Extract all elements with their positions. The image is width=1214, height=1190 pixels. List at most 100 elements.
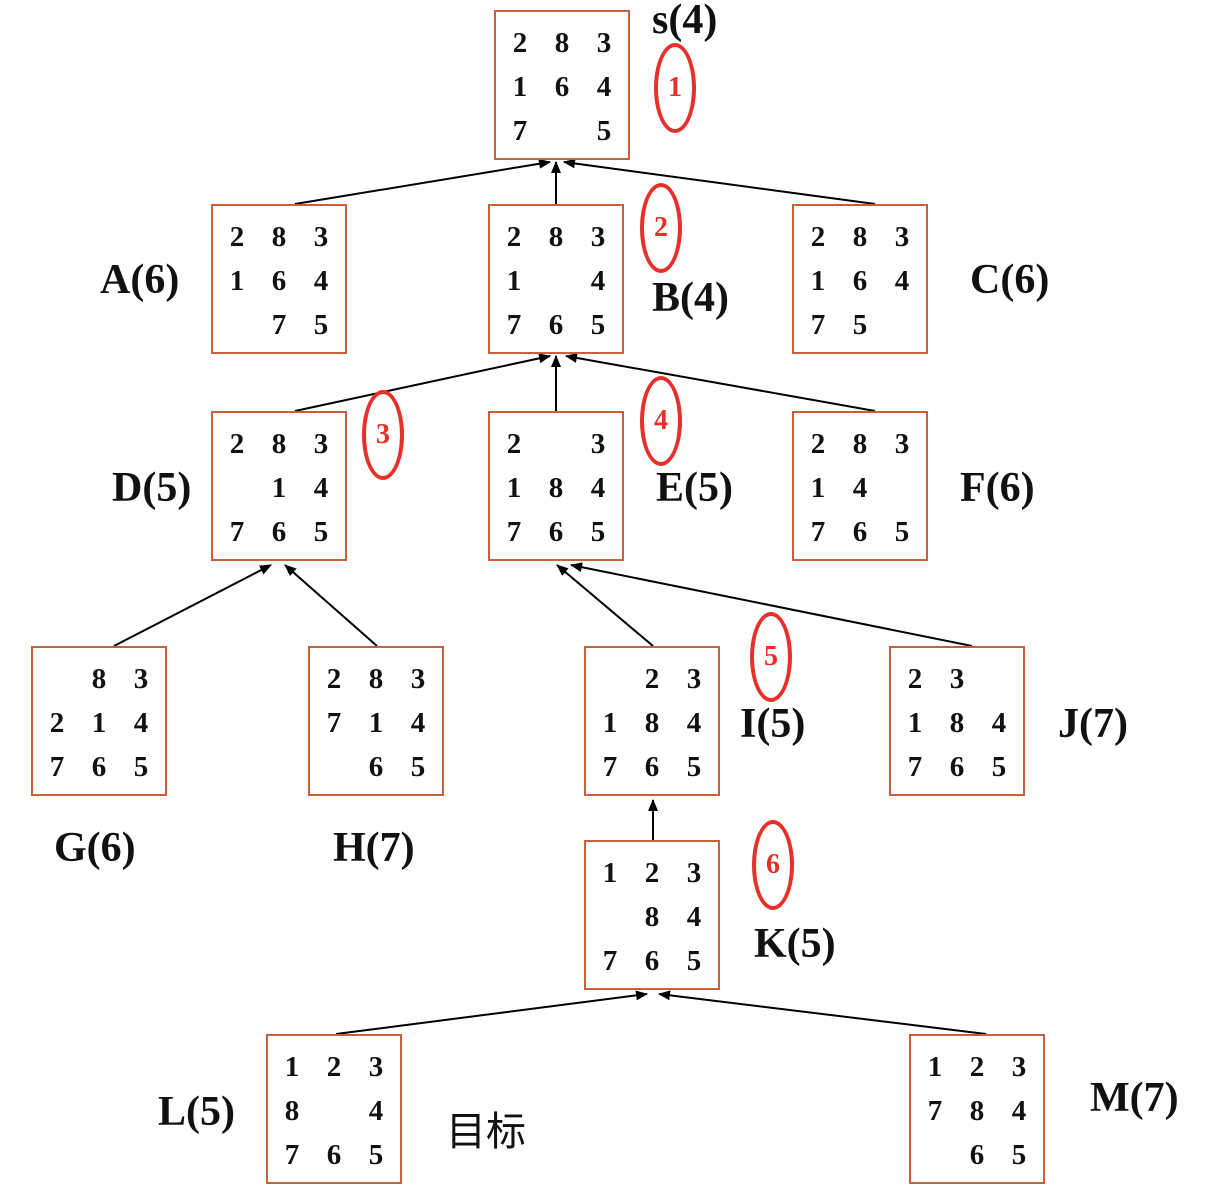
tile-4: 4 bbox=[596, 71, 612, 103]
tile-8: 8 bbox=[852, 221, 868, 253]
tile-4: 4 bbox=[590, 472, 606, 504]
tile-3: 3 bbox=[1011, 1051, 1027, 1083]
tile-8: 8 bbox=[949, 707, 965, 739]
tile-1: 1 bbox=[927, 1051, 943, 1083]
tile-1: 1 bbox=[907, 707, 923, 739]
tile-2: 2 bbox=[506, 221, 522, 253]
edge-h-to-d bbox=[284, 564, 378, 647]
tile-7: 7 bbox=[229, 516, 245, 548]
node-label-f: F(6) bbox=[960, 465, 1035, 511]
tile-8: 8 bbox=[554, 27, 570, 59]
tile-5: 5 bbox=[133, 751, 149, 783]
tile-7: 7 bbox=[512, 115, 528, 147]
tile-3: 3 bbox=[368, 1051, 384, 1083]
tile-8: 8 bbox=[969, 1095, 985, 1127]
tile-7: 7 bbox=[506, 516, 522, 548]
tile-6: 6 bbox=[852, 516, 868, 548]
tile-7: 7 bbox=[810, 309, 826, 341]
node-label-m: M(7) bbox=[1090, 1075, 1179, 1121]
tile-5: 5 bbox=[313, 309, 329, 341]
tile-1: 1 bbox=[91, 707, 107, 739]
tile-8: 8 bbox=[644, 901, 660, 933]
node-label-s: s(4) bbox=[652, 0, 718, 43]
tile-6: 6 bbox=[271, 516, 287, 548]
tile-2: 2 bbox=[229, 221, 245, 253]
edge-a-to-s bbox=[294, 158, 551, 205]
tile-8: 8 bbox=[91, 663, 107, 695]
tile-7: 7 bbox=[810, 516, 826, 548]
node-label-i: I(5) bbox=[740, 701, 806, 747]
tile-6: 6 bbox=[969, 1139, 985, 1171]
node-label-c: C(6) bbox=[970, 257, 1050, 303]
tile-5: 5 bbox=[590, 516, 606, 548]
tile-2: 2 bbox=[969, 1051, 985, 1083]
tile-5: 5 bbox=[1011, 1139, 1027, 1171]
tile-4: 4 bbox=[133, 707, 149, 739]
tile-4: 4 bbox=[852, 472, 868, 504]
tile-1: 1 bbox=[602, 707, 618, 739]
tile-4: 4 bbox=[894, 265, 910, 297]
tile-8: 8 bbox=[284, 1095, 300, 1127]
tile-4: 4 bbox=[313, 265, 329, 297]
tile-3: 3 bbox=[313, 428, 329, 460]
tile-6: 6 bbox=[271, 265, 287, 297]
tile-5: 5 bbox=[852, 309, 868, 341]
edge-i-to-e bbox=[556, 564, 654, 647]
tile-5: 5 bbox=[410, 751, 426, 783]
tile-6: 6 bbox=[644, 945, 660, 977]
tile-5: 5 bbox=[686, 751, 702, 783]
tile-1: 1 bbox=[810, 265, 826, 297]
tile-6: 6 bbox=[91, 751, 107, 783]
tile-1: 1 bbox=[284, 1051, 300, 1083]
tile-2: 2 bbox=[907, 663, 923, 695]
tile-8: 8 bbox=[271, 428, 287, 460]
tile-2: 2 bbox=[810, 428, 826, 460]
expansion-order-4: 4 bbox=[640, 376, 682, 466]
tile-6: 6 bbox=[368, 751, 384, 783]
tile-8: 8 bbox=[548, 221, 564, 253]
tile-7: 7 bbox=[284, 1139, 300, 1171]
tile-1: 1 bbox=[506, 265, 522, 297]
edge-f-to-b bbox=[565, 353, 876, 412]
node-label-b: B(4) bbox=[652, 275, 729, 321]
node-label-g: G(6) bbox=[54, 825, 136, 871]
tile-4: 4 bbox=[368, 1095, 384, 1127]
tile-6: 6 bbox=[644, 751, 660, 783]
tile-1: 1 bbox=[506, 472, 522, 504]
tile-5: 5 bbox=[686, 945, 702, 977]
tile-5: 5 bbox=[991, 751, 1007, 783]
tile-3: 3 bbox=[410, 663, 426, 695]
tile-1: 1 bbox=[271, 472, 287, 504]
tile-6: 6 bbox=[554, 71, 570, 103]
tile-7: 7 bbox=[326, 707, 342, 739]
tile-2: 2 bbox=[644, 663, 660, 695]
tile-8: 8 bbox=[271, 221, 287, 253]
node-label-e: E(5) bbox=[656, 465, 733, 511]
tile-4: 4 bbox=[590, 265, 606, 297]
node-label-k: K(5) bbox=[754, 921, 836, 967]
tile-4: 4 bbox=[686, 901, 702, 933]
tile-6: 6 bbox=[326, 1139, 342, 1171]
tile-7: 7 bbox=[602, 945, 618, 977]
tile-8: 8 bbox=[644, 707, 660, 739]
tile-3: 3 bbox=[894, 221, 910, 253]
tile-8: 8 bbox=[548, 472, 564, 504]
tile-6: 6 bbox=[852, 265, 868, 297]
tile-3: 3 bbox=[313, 221, 329, 253]
tile-5: 5 bbox=[368, 1139, 384, 1171]
tile-2: 2 bbox=[326, 663, 342, 695]
tile-2: 2 bbox=[512, 27, 528, 59]
node-label-h: H(7) bbox=[333, 825, 415, 871]
tile-7: 7 bbox=[506, 309, 522, 341]
edge-c-to-s bbox=[563, 158, 876, 205]
